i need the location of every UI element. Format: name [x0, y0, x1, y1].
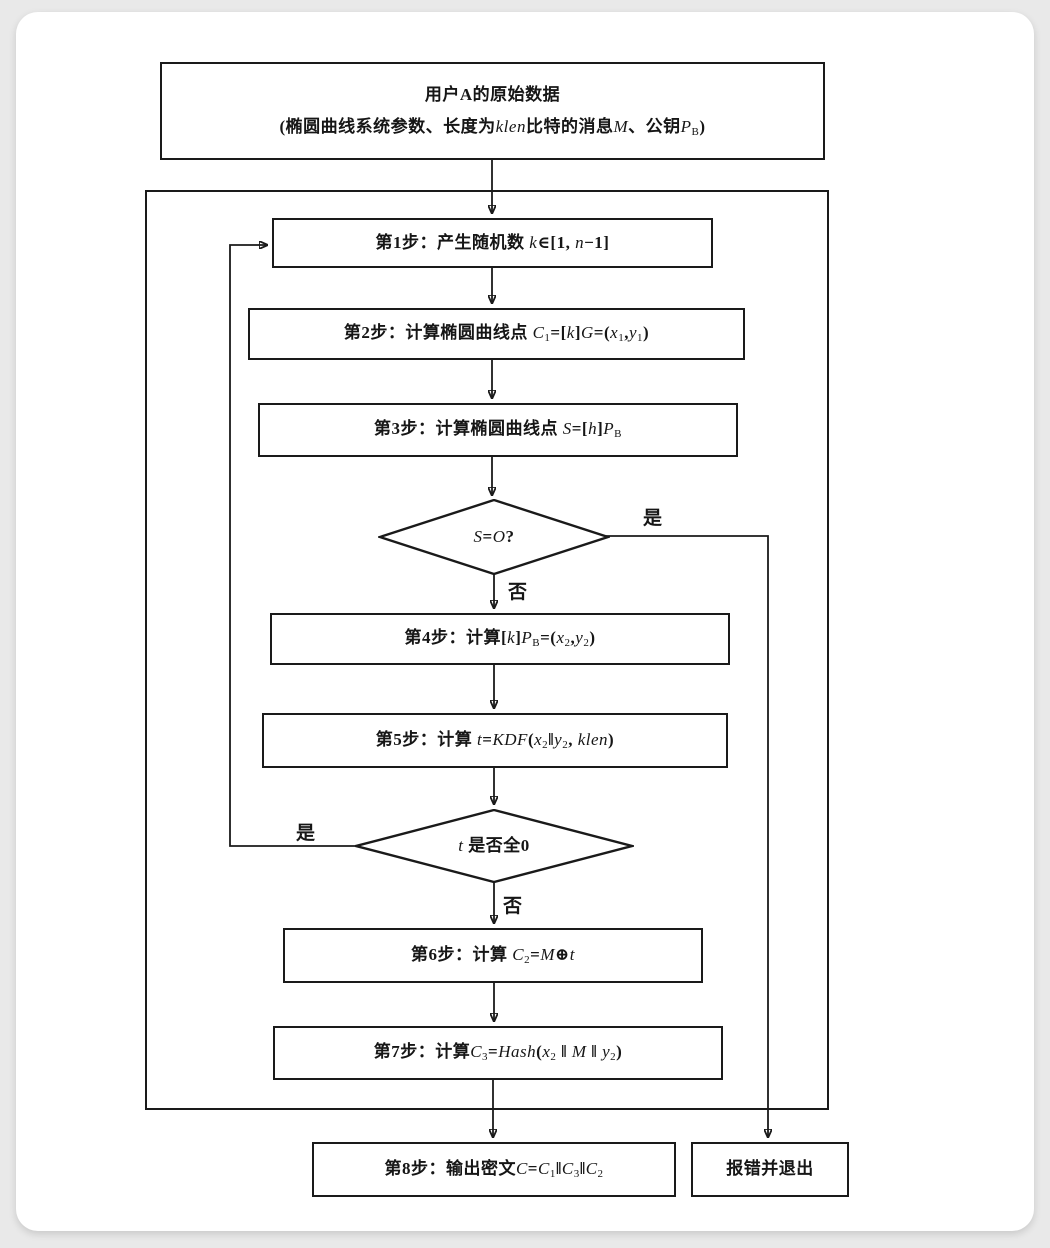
step-8-label: 第8步：输出密文C=C1‖C3‖C2 — [384, 1158, 604, 1180]
start-data-line2: (椭圆曲线系统参数、长度为klen比特的消息M、公钥PB) — [279, 117, 706, 138]
step-3-box: 第3步：计算椭圆曲线点 S=[h]PB — [258, 403, 738, 457]
step-1-label: 第1步：产生随机数 k∈[1, n−1] — [375, 232, 610, 252]
step-1-box: 第1步：产生随机数 k∈[1, n−1] — [272, 218, 713, 268]
step-7-box: 第7步：计算C3=Hash(x2 ‖ M ‖ y2) — [273, 1026, 723, 1080]
step-3-label: 第3步：计算椭圆曲线点 S=[h]PB — [373, 419, 622, 441]
step-7-label: 第7步：计算C3=Hash(x2 ‖ M ‖ y2) — [373, 1042, 623, 1064]
loop-container-frame — [145, 190, 829, 1110]
error-exit-box: 报错并退出 — [691, 1142, 849, 1197]
step-2-label: 第2步：计算椭圆曲线点 C1=[k]G=(x1,y1) — [343, 323, 650, 345]
decision-t-all-zero: t 是否全0 — [354, 809, 634, 883]
step-4-box: 第4步：计算[k]PB=(x2,y2) — [270, 613, 730, 665]
branch-label-yes-d1: 是 — [643, 508, 663, 529]
step-5-box: 第5步：计算 t=KDF(x2‖y2, klen) — [262, 713, 728, 768]
step-4-label: 第4步：计算[k]PB=(x2,y2) — [404, 628, 596, 650]
branch-label-yes-d2: 是 — [296, 823, 316, 844]
decision-t-all-zero-label: t 是否全0 — [458, 835, 530, 855]
diamond-shape — [354, 809, 634, 883]
diamond-shape — [378, 499, 610, 575]
step-6-label: 第6步：计算 C2=M⊕t — [411, 944, 575, 966]
decision-s-equals-o: S=O? — [378, 499, 610, 575]
start-data-line1: 用户A的原始数据 — [424, 84, 561, 104]
step-2-box: 第2步：计算椭圆曲线点 C1=[k]G=(x1,y1) — [248, 308, 745, 360]
step-5-label: 第5步：计算 t=KDF(x2‖y2, klen) — [375, 729, 615, 751]
step-6-box: 第6步：计算 C2=M⊕t — [283, 928, 703, 983]
decision-s-equals-o-label: S=O? — [473, 526, 515, 546]
error-exit-label: 报错并退出 — [726, 1159, 814, 1179]
branch-label-no-d1: 否 — [508, 582, 528, 603]
step-8-output-box: 第8步：输出密文C=C1‖C3‖C2 — [312, 1142, 676, 1197]
start-data-box: 用户A的原始数据 (椭圆曲线系统参数、长度为klen比特的消息M、公钥PB) — [160, 62, 825, 160]
branch-label-no-d2: 否 — [503, 896, 523, 917]
